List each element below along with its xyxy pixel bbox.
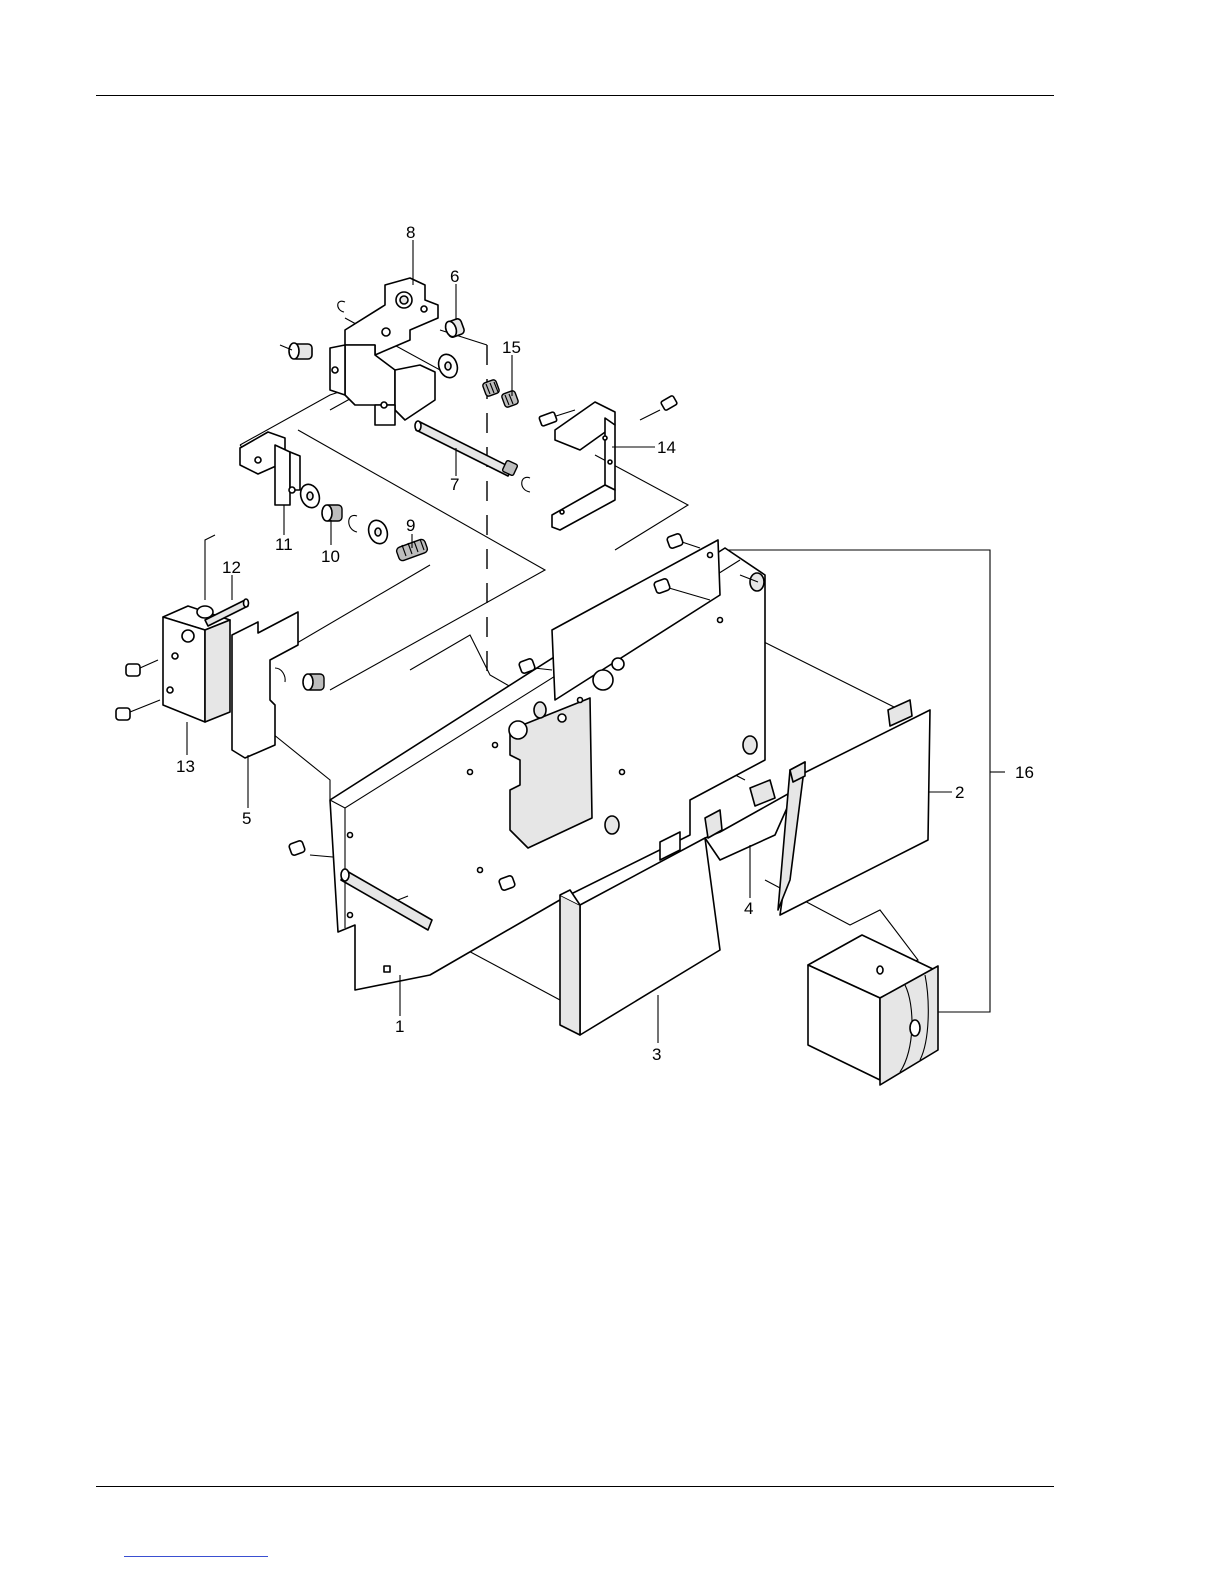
- part-13-solenoid: [163, 606, 230, 722]
- bushing-plate-5: [303, 674, 324, 690]
- washer-left: [297, 482, 322, 511]
- callout-7: 7: [450, 475, 459, 494]
- callout-3: 3: [652, 1045, 661, 1064]
- footer-link-underline[interactable]: [124, 1556, 268, 1557]
- part-15-springs: [482, 379, 519, 408]
- callout-8: 8: [406, 223, 415, 242]
- part-7-shaft: [415, 421, 530, 492]
- part-8-bracket: [330, 278, 438, 425]
- callout-9: 9: [406, 516, 415, 535]
- part-2-cover: [778, 700, 930, 915]
- callout-1: 1: [395, 1017, 404, 1036]
- callout-12: 12: [222, 558, 241, 577]
- e-ring-lower: [349, 515, 357, 532]
- part-5-plate: [232, 612, 298, 758]
- callout-11: 11: [275, 535, 293, 554]
- callout-5: 5: [242, 809, 251, 828]
- callout-14: 14: [657, 438, 676, 457]
- screw-14: [640, 395, 678, 420]
- part-6-bushing: [444, 318, 466, 339]
- callout-15: 15: [502, 338, 521, 357]
- part-11-bracket: [240, 432, 300, 505]
- callout-2: 2: [955, 783, 964, 802]
- callout-6: 6: [450, 267, 459, 286]
- washer-upper: [435, 352, 460, 381]
- washer-right: [365, 518, 390, 547]
- callout-4: 4: [744, 899, 753, 918]
- bushing-left: [280, 343, 312, 359]
- part-10-bushing: [322, 505, 342, 521]
- part-16-box: [808, 935, 938, 1085]
- callout-16: 16: [1015, 763, 1034, 782]
- part-14-bracket: [552, 402, 615, 530]
- footer-rule: [96, 1486, 1054, 1487]
- screw-solenoid-lower: [116, 700, 160, 720]
- screw-solenoid-upper: [126, 660, 158, 676]
- callout-13: 13: [176, 757, 195, 776]
- callout-10: 10: [321, 547, 340, 566]
